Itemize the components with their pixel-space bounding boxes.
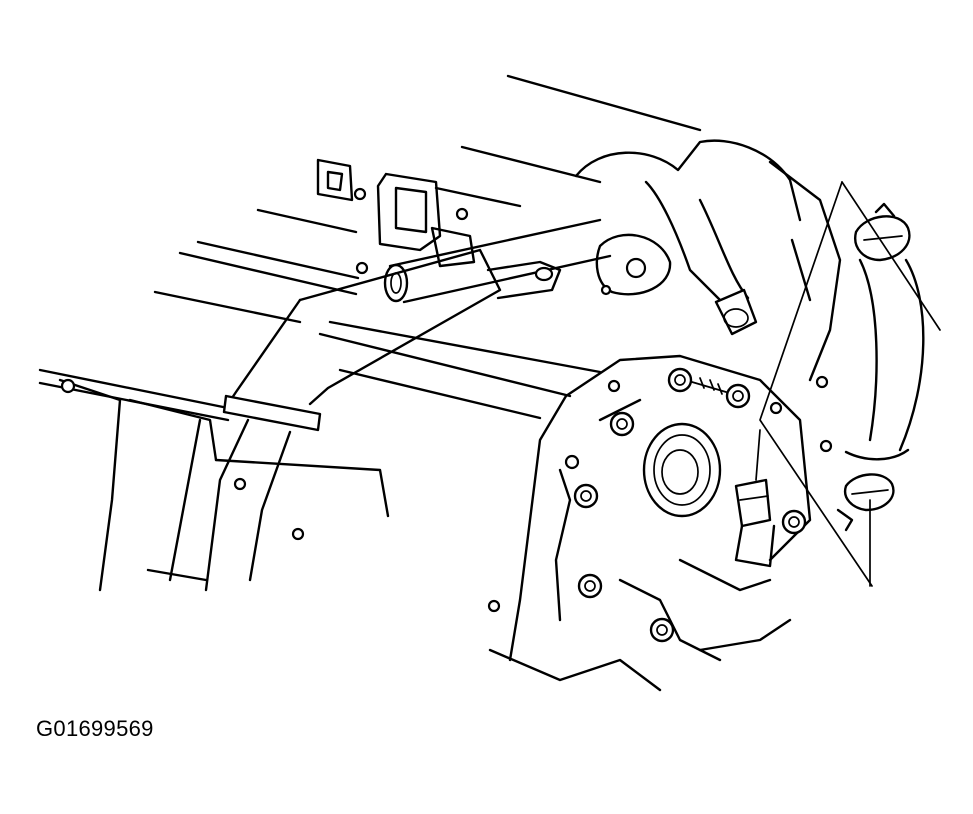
hose-clamp-lower bbox=[836, 473, 895, 532]
bolt-icon bbox=[781, 509, 807, 535]
bolt-icon bbox=[577, 573, 603, 599]
water-bypass-pipe bbox=[383, 218, 612, 304]
hose-clamp-upper bbox=[854, 202, 911, 262]
lower-left-block bbox=[58, 378, 390, 592]
bolt-icon bbox=[667, 367, 693, 393]
bolt-icon bbox=[649, 617, 675, 643]
bolt-icon bbox=[573, 483, 599, 509]
intake-ports bbox=[316, 158, 476, 275]
sensor-fitting bbox=[734, 429, 776, 568]
figure-id-label: G01699569 bbox=[36, 716, 154, 741]
radiator-hose bbox=[844, 258, 925, 461]
front-cover bbox=[487, 354, 812, 692]
head-right-edge bbox=[768, 160, 842, 453]
crankshaft-seal bbox=[642, 422, 722, 518]
mounting-bolts bbox=[573, 367, 807, 643]
bolt-icon bbox=[725, 383, 751, 409]
pipe-bracket bbox=[204, 248, 502, 592]
bolt-icon bbox=[609, 411, 635, 437]
engine-block-top-lines bbox=[38, 74, 702, 422]
water-outlet-housing bbox=[574, 139, 802, 336]
callout-lines bbox=[759, 181, 941, 587]
